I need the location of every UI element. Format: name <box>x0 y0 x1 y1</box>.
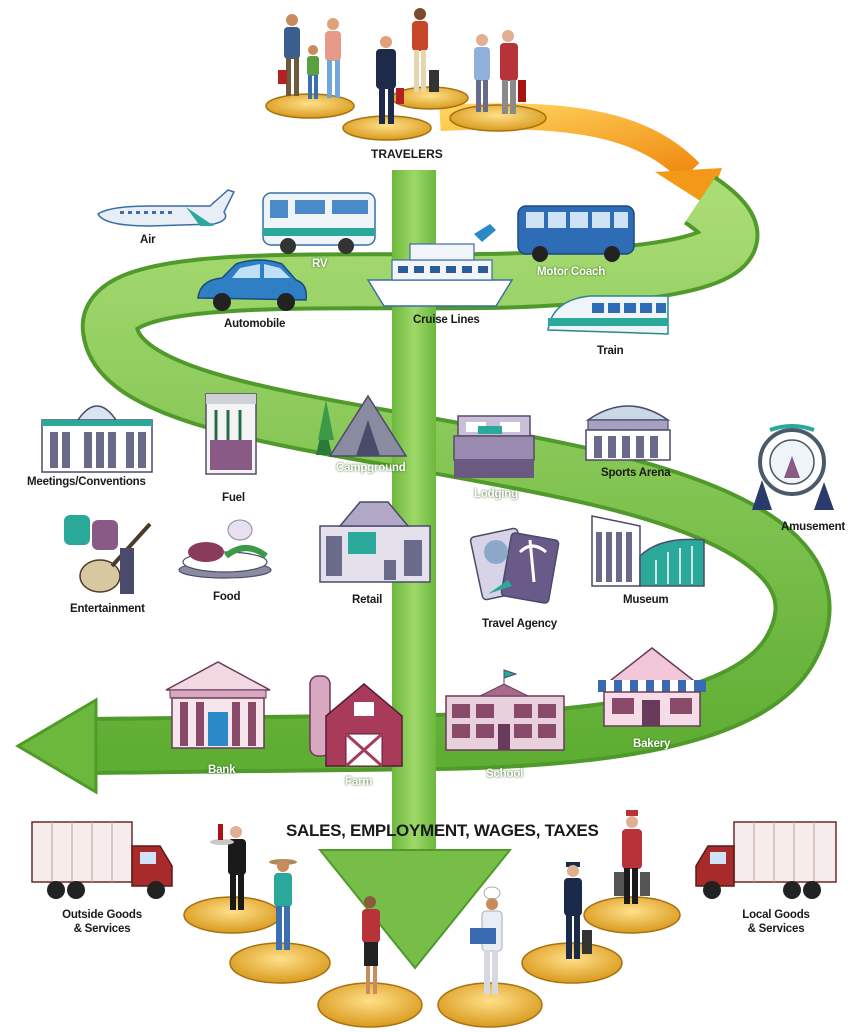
campground-label: Campground <box>336 462 406 474</box>
cruise-lines-label: Cruise Lines <box>413 314 480 326</box>
museum-label: Museum <box>623 594 669 606</box>
automobile-label: Automobile <box>224 318 286 330</box>
traveler-elderly-couple <box>474 30 526 114</box>
traveler-man <box>278 14 300 96</box>
traveler-child <box>307 45 319 99</box>
air-label: Air <box>140 234 156 246</box>
entertainment-icon <box>64 515 152 594</box>
worker-bellhop <box>614 810 650 904</box>
farm-label: Farm <box>345 776 373 788</box>
lodging-bed-icon <box>453 415 535 478</box>
worker-waiter <box>210 824 246 910</box>
school-label: School <box>486 768 524 780</box>
sports-arena-icon <box>585 405 671 461</box>
traveler-woman-suitcase <box>412 8 439 92</box>
food-label: Food <box>213 591 241 603</box>
sales-employment-heading: SALES, EMPLOYMENT, WAGES, TAXES <box>286 821 599 840</box>
school-building-icon <box>445 669 565 751</box>
farm-barn-icon <box>309 675 403 768</box>
traveler-businessman <box>376 36 404 124</box>
outside-goods-label: Outside Goods & Services <box>52 908 152 936</box>
lodging-label: Lodging <box>474 488 518 500</box>
travel-agency-label: Travel Agency <box>482 618 557 630</box>
worker-pilot <box>564 862 592 959</box>
retail-store-icon <box>319 501 431 583</box>
traveler-woman <box>325 18 341 98</box>
fuel-pump-icon <box>205 393 257 475</box>
outside-goods-line-2: & Services <box>73 923 131 935</box>
motor-coach-icon <box>517 205 635 262</box>
local-goods-line-2: & Services <box>747 923 805 935</box>
bank-building-icon <box>165 661 271 749</box>
food-plate-icon <box>178 519 272 579</box>
motor-coach-label: Motor Coach <box>537 266 606 278</box>
local-goods-line-1: Local Goods <box>742 909 810 921</box>
travelers-group <box>278 8 526 124</box>
campground-tent-icon <box>316 394 408 457</box>
rv-icon <box>262 192 376 254</box>
retail-label: Retail <box>352 594 383 606</box>
s-curve-band <box>15 175 832 795</box>
train-label: Train <box>597 345 624 357</box>
fuel-label: Fuel <box>222 492 245 504</box>
outside-goods-line-1: Outside Goods <box>62 909 142 921</box>
outside-goods-truck-icon <box>31 821 173 899</box>
bank-label: Bank <box>208 764 236 776</box>
sports-arena-label: Sports Arena <box>601 467 671 479</box>
rv-label: RV <box>312 258 328 270</box>
convention-center-icon <box>41 405 153 473</box>
airplane-icon <box>97 189 236 227</box>
travel-agency-icon <box>469 527 560 604</box>
bakery-building-icon <box>598 647 706 727</box>
meetings-conventions-label: Meetings/Conventions <box>27 476 146 488</box>
automobile-icon <box>197 259 308 311</box>
train-icon <box>547 295 669 335</box>
travelers-heading: TRAVELERS <box>371 147 443 161</box>
worker-chef <box>470 886 503 994</box>
museum-icon <box>591 515 705 587</box>
bakery-label: Bakery <box>633 738 671 750</box>
worker-cowboy <box>269 859 297 950</box>
amusement-ferris-wheel-icon <box>752 424 834 510</box>
amusement-label: Amusement <box>781 521 846 533</box>
local-goods-truck-icon <box>695 821 837 899</box>
local-goods-label: Local Goods & Services <box>726 908 826 936</box>
worker-businesswoman <box>362 896 380 994</box>
entertainment-label: Entertainment <box>70 603 145 615</box>
cruise-ship-icon <box>366 224 514 307</box>
